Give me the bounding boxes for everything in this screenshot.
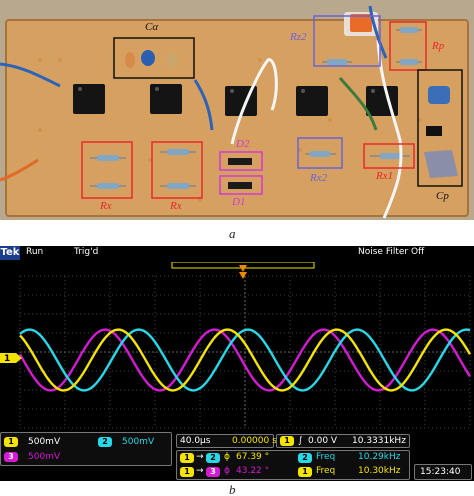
- status-bar: Tek Run Trig'd Noise Filter Off: [0, 246, 474, 260]
- diode-d2: [228, 158, 252, 165]
- timebase-box: [176, 434, 274, 448]
- diode-d1: [228, 182, 252, 189]
- ch2-waveform: [19, 328, 471, 392]
- freq1-label: Freq: [316, 452, 336, 462]
- run-status: Run: [26, 247, 44, 257]
- pcb-board: [6, 20, 468, 216]
- ch1-ground-marker: [0, 353, 22, 363]
- pcb-photo: Cα Rz2 Rp Rx Rx D2 D1 Rx2 Rx1 Cp: [0, 0, 474, 220]
- oscilloscope-screenshot: Tek Run Trig'd Noise Filter Off 1 1 500m…: [0, 246, 474, 481]
- ch1-waveform: [19, 328, 472, 392]
- box-rx1: [363, 143, 415, 169]
- trigger-position-icon: [239, 265, 247, 272]
- box-d1: [219, 175, 263, 195]
- ic-chips: [73, 84, 398, 116]
- label-rz2: Rz2: [290, 31, 307, 43]
- meas1-src-a-chip[interactable]: 1: [180, 453, 194, 463]
- clock-time: 15:23:40: [420, 467, 461, 477]
- box-rx-left: [81, 141, 133, 199]
- freq2-label: Freq: [316, 466, 336, 476]
- trigger-status: Trig'd: [74, 247, 99, 257]
- box-rz2: [313, 15, 381, 67]
- meas2-phase: 43.22 °: [236, 466, 270, 476]
- trigger-position-icon-2: [239, 272, 247, 279]
- ch2-scale: 500mV: [122, 437, 155, 447]
- resistors: [90, 27, 422, 189]
- label-rx2: Rx2: [310, 172, 328, 184]
- meas2-src-a-chip[interactable]: 1: [180, 467, 194, 477]
- box-rx2: [297, 137, 343, 169]
- ch1-scale: 500mV: [28, 437, 61, 447]
- label-c-alpha: Cα: [145, 21, 159, 33]
- delay-value: 0.00000 s: [232, 436, 277, 446]
- caption-b: b: [229, 482, 236, 496]
- meas1-arrow-icon: →: [196, 452, 204, 462]
- tek-logo: Tek: [0, 246, 20, 260]
- label-rx-left: Rx: [100, 200, 112, 212]
- meas1-src-b-chip[interactable]: 2: [206, 453, 220, 463]
- ch3-chip[interactable]: 3: [4, 452, 18, 462]
- freq2-src-chip[interactable]: 1: [298, 467, 312, 477]
- caption-a: a: [229, 226, 236, 241]
- timebase-value: 40.0µs: [180, 436, 211, 446]
- label-rx-mid: Rx: [170, 200, 182, 212]
- freq1-src-chip[interactable]: 2: [298, 453, 312, 463]
- trigger-frequency: 10.3331kHz: [352, 436, 406, 446]
- label-d2: D2: [236, 138, 250, 150]
- box-rx-mid: [151, 141, 203, 199]
- ch2-chip[interactable]: 2: [98, 437, 112, 447]
- box-rp: [389, 21, 427, 71]
- meas2-src-b-chip[interactable]: 3: [206, 467, 220, 477]
- meas2-symbol: ϕ: [224, 466, 230, 476]
- freq2-value: 10.30kHz: [358, 466, 401, 476]
- clock-box: [414, 464, 472, 480]
- noise-filter-status: Noise Filter Off: [358, 247, 425, 257]
- box-d2: [219, 151, 263, 171]
- label-rx1: Rx1: [376, 170, 394, 182]
- trigger-box: [276, 434, 410, 448]
- meas1-symbol: ϕ: [224, 452, 230, 462]
- scope-graticule: 1: [0, 262, 472, 429]
- meas1-phase: 67.39 °: [236, 452, 270, 462]
- pcb-drawing: [0, 0, 474, 220]
- label-d1: D1: [232, 196, 246, 208]
- box-c-alpha: [113, 37, 195, 79]
- meas2-arrow-icon: →: [196, 466, 204, 476]
- trigger-source-chip[interactable]: 1: [280, 436, 294, 446]
- readout-panel: 1 500mV 2 500mV 3 500mV 40.0µs 0.00000 s…: [0, 430, 474, 481]
- label-rp: Rp: [432, 40, 445, 52]
- freq1-value: 10.29kHz: [358, 452, 401, 462]
- box-cp: [417, 69, 463, 187]
- trigger-level: 0.00 V: [308, 436, 338, 446]
- ch1-marker-label: 1: [4, 354, 10, 364]
- channel-scale-box: [0, 432, 172, 466]
- label-cp: Cp: [436, 190, 449, 202]
- ch3-scale: 500mV: [28, 452, 61, 462]
- ch1-chip[interactable]: 1: [4, 437, 18, 447]
- trigger-slope-icon: ∫: [298, 436, 303, 446]
